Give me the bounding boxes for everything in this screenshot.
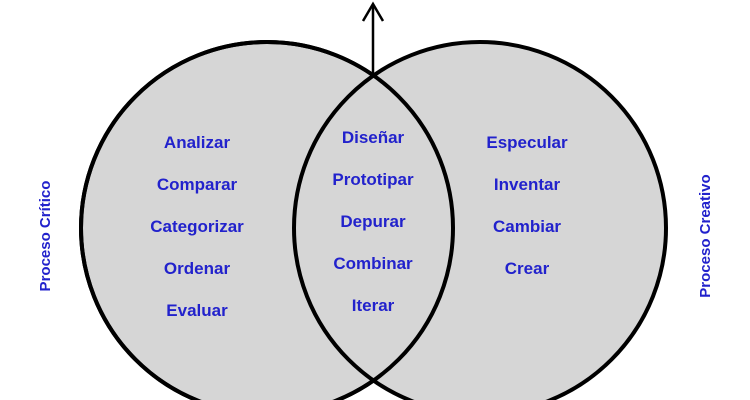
- list-item: Prototipar: [332, 170, 414, 189]
- list-item: Categorizar: [150, 217, 244, 236]
- list-item: Comparar: [156, 175, 238, 194]
- right-process-label: Proceso Creativo: [697, 174, 714, 298]
- list-item: Especular: [486, 133, 568, 152]
- right-circle-items: Especular Inventar Cambiar Crear: [442, 133, 612, 279]
- list-item: Inventar: [493, 175, 561, 194]
- right-circle: [292, 40, 668, 400]
- left-process-label: Proceso Crítico: [37, 180, 54, 292]
- list-item: Depurar: [340, 212, 406, 231]
- list-item: Combinar: [333, 254, 413, 273]
- list-item: Ordenar: [163, 259, 231, 278]
- list-item: Iterar: [351, 296, 395, 315]
- list-item: Evaluar: [166, 301, 228, 320]
- up-arrow-head: [361, 1, 385, 22]
- left-circle-outline: [79, 40, 455, 400]
- overlap-items: Diseñar Prototipar Depurar Combinar Iter…: [288, 128, 458, 316]
- list-item: Analizar: [163, 133, 231, 152]
- list-item: Crear: [504, 259, 550, 278]
- list-item: Diseñar: [341, 128, 405, 147]
- list-item: Cambiar: [492, 217, 562, 236]
- left-circle-items: Analizar Comparar Categorizar Ordenar Ev…: [112, 133, 282, 321]
